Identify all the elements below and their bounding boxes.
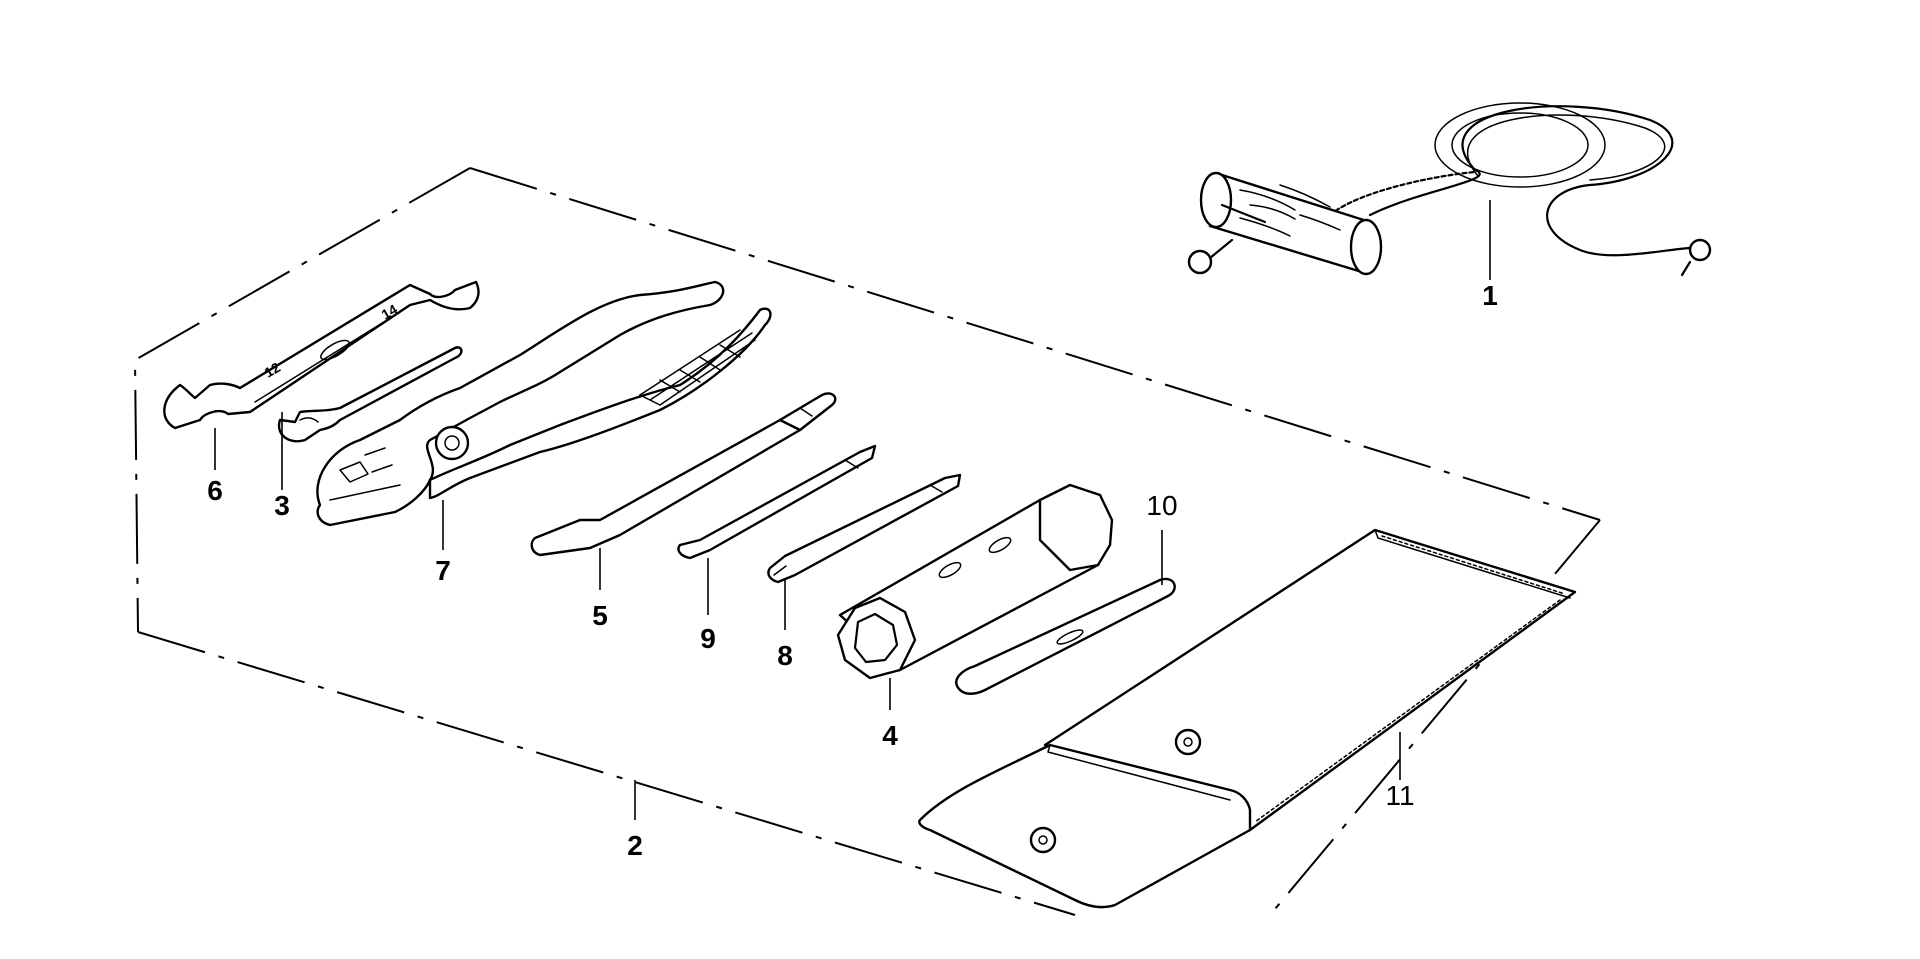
callout-6: 6: [207, 475, 223, 506]
rope-wooden-handle: [1187, 171, 1383, 276]
tommy-bar: [955, 577, 1176, 695]
callout-10: 10: [1146, 490, 1177, 521]
open-end-wrench-12x14: 12 14: [163, 280, 480, 430]
handle-knot: [1187, 249, 1213, 275]
rope-knot-end: [1688, 238, 1712, 262]
pin-spanner-wrench: [277, 346, 463, 443]
callout-numbers: 1 2 3 4 5 6 7 8 9 10 11: [207, 280, 1498, 861]
wrench-size-marking-large: 12: [262, 359, 284, 381]
slip-joint-pliers: [316, 280, 772, 527]
callout-1: 1: [1482, 280, 1498, 311]
callout-9: 9: [700, 623, 716, 654]
pliers-pivot-bolt: [434, 425, 470, 461]
leader-lines: [214, 200, 1491, 820]
callout-5: 5: [592, 600, 608, 631]
callout-11: 11: [1385, 780, 1414, 811]
callout-2: 2: [627, 830, 643, 861]
pouch-snap-bottom: [1029, 826, 1057, 854]
spark-plug-socket-wrench: [836, 483, 1114, 680]
screwdriver-handle: [530, 392, 837, 557]
callout-7: 7: [435, 555, 451, 586]
phillips-screwdriver-bit: [767, 473, 962, 584]
callout-8: 8: [777, 640, 793, 671]
callout-4: 4: [882, 720, 898, 751]
wrench-size-marking-small: 14: [379, 301, 401, 323]
tool-bag-pouch: [918, 528, 1577, 909]
callout-3: 3: [274, 490, 290, 521]
tow-rope: [1328, 102, 1712, 277]
pouch-snap-top: [1174, 728, 1202, 756]
flat-screwdriver-bit: [677, 444, 877, 560]
